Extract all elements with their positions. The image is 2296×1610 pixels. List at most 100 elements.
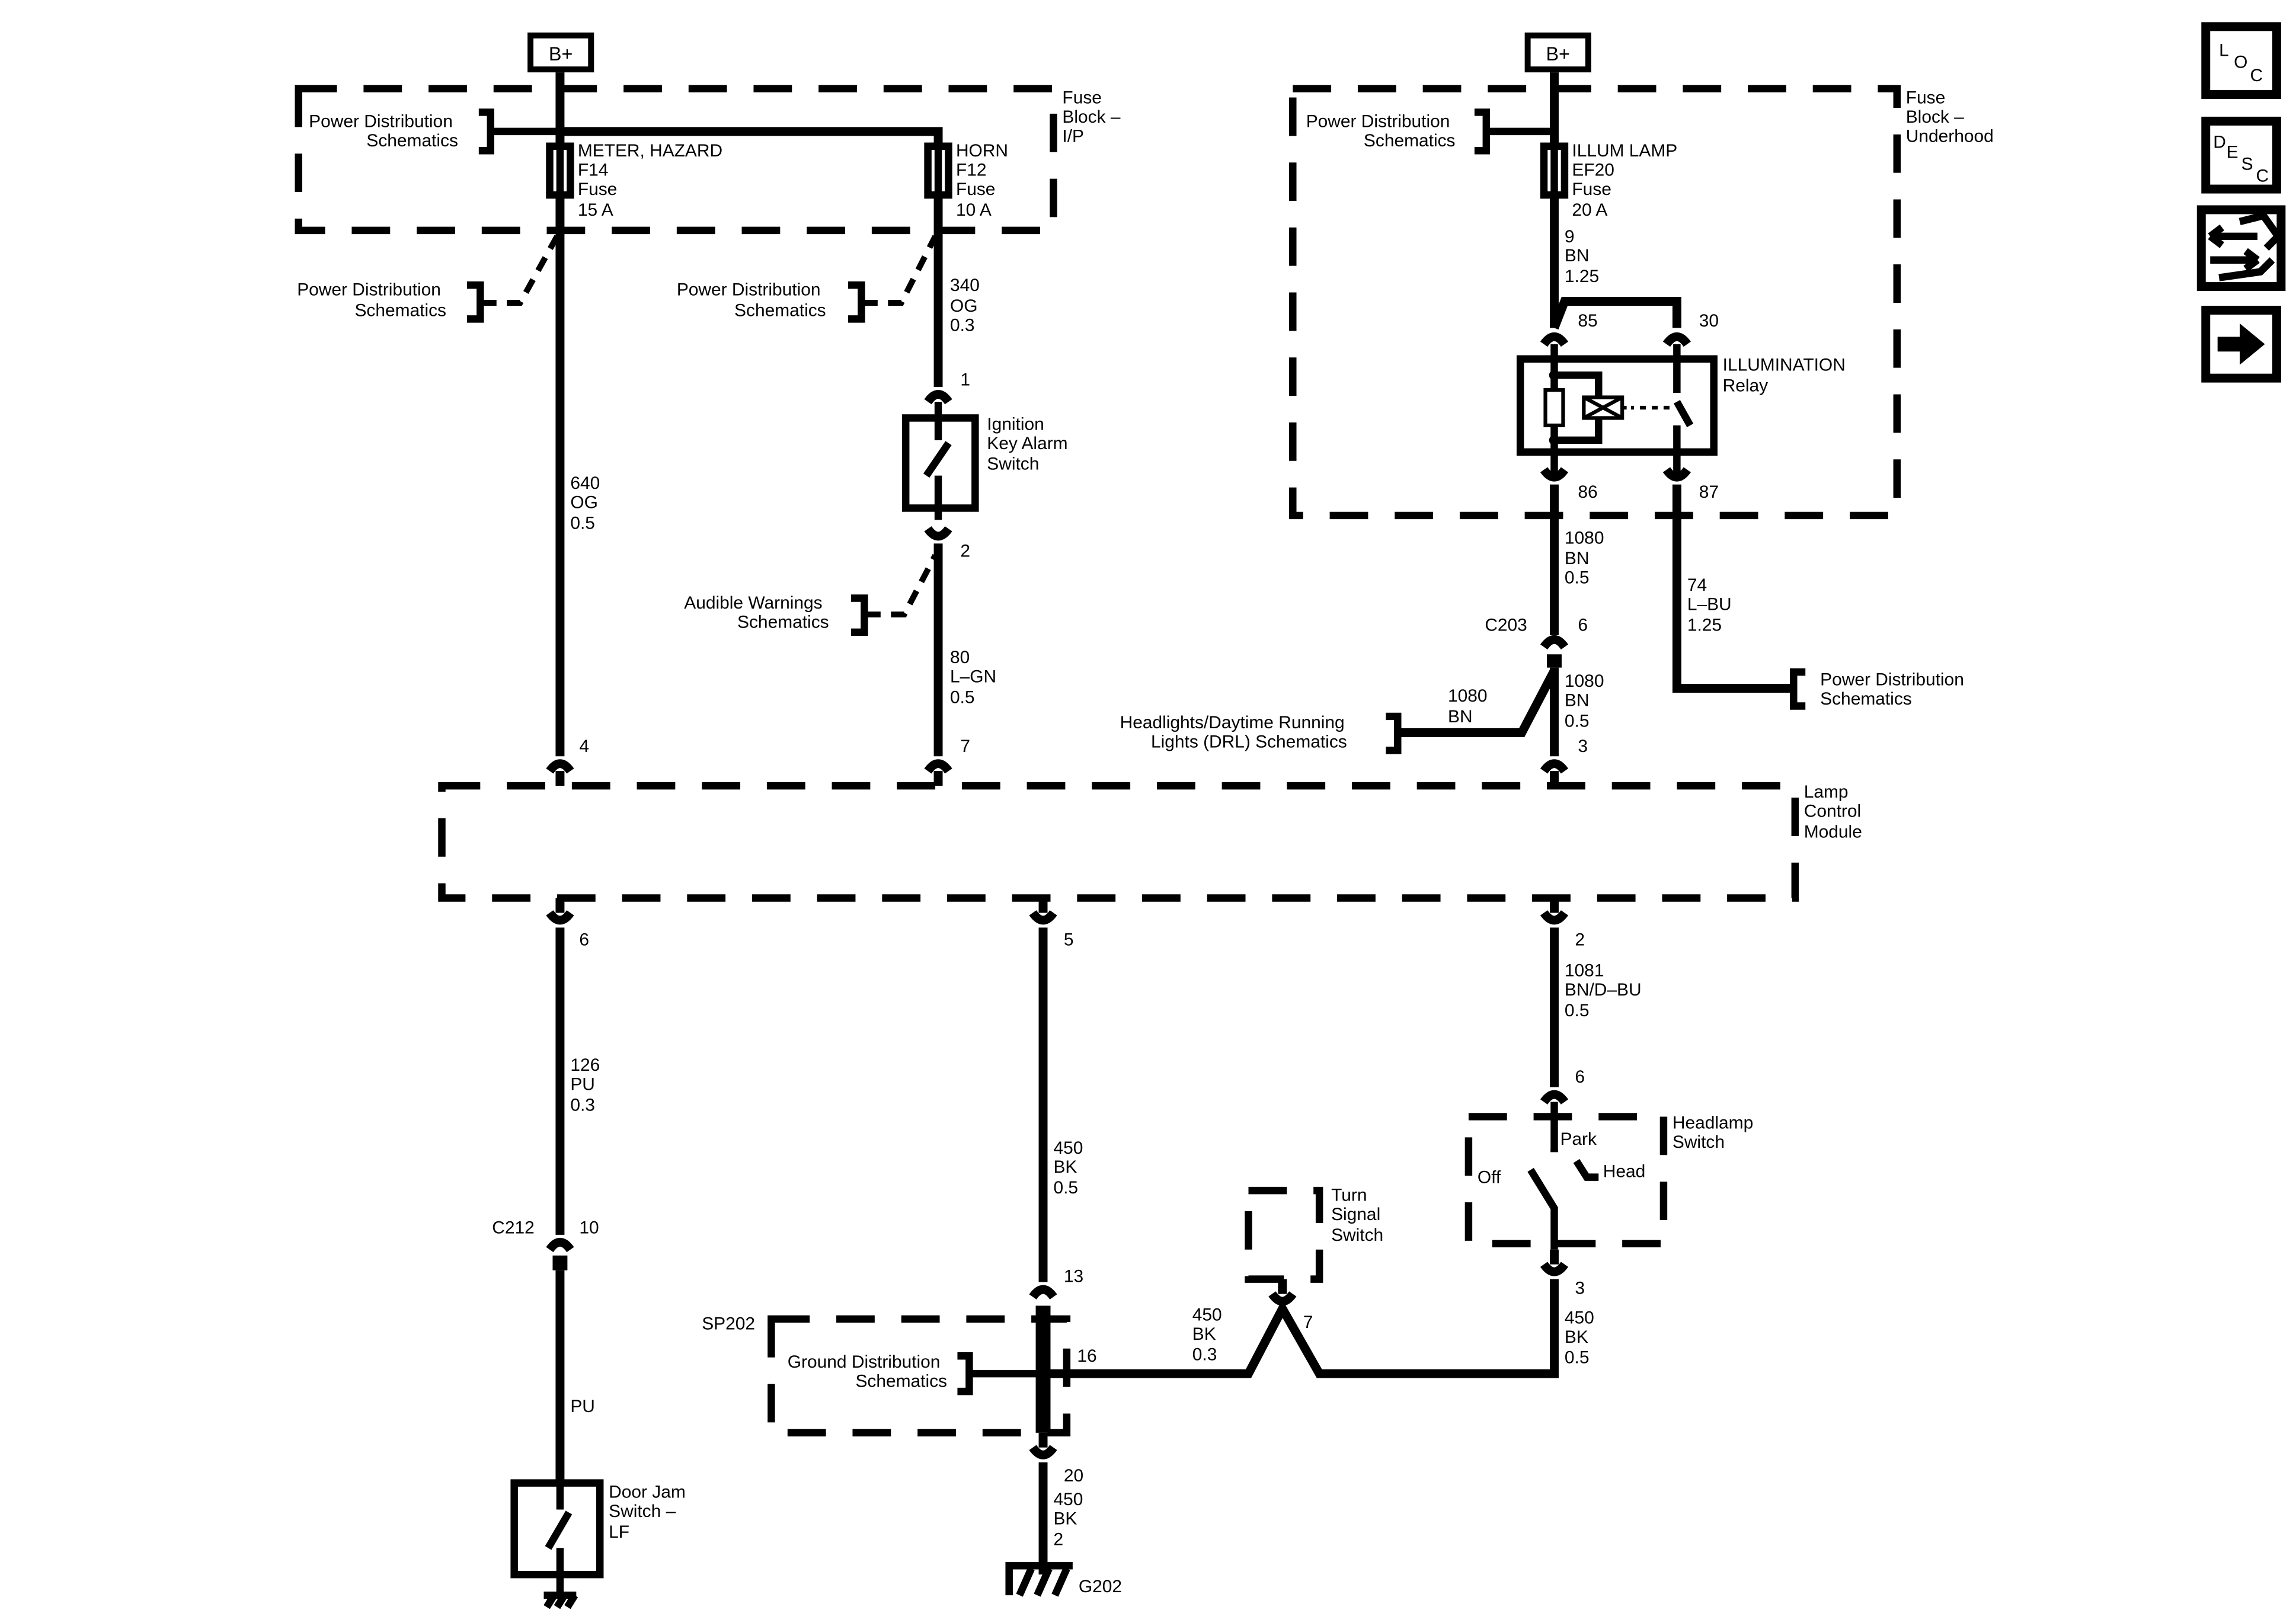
wire-1080-drl xyxy=(1398,668,1559,737)
audible-ref-1: Audible Warnings xyxy=(684,593,822,613)
drl-ref-1: Headlights/Daytime Running xyxy=(1120,713,1345,732)
loc-c: C xyxy=(2250,66,2263,85)
headlamp-pin-3: 3 xyxy=(1575,1279,1585,1298)
sp202-ref-1: Ground Distribution xyxy=(788,1352,941,1372)
left-ref2-leader xyxy=(862,235,938,306)
turn-label-2: Signal xyxy=(1331,1205,1380,1224)
lcm-pin-2: 2 xyxy=(1575,930,1585,949)
turn-label-3: Switch xyxy=(1331,1225,1383,1245)
desc-s: S xyxy=(2241,155,2253,174)
connector-arrows-icon[interactable] xyxy=(2196,205,2286,292)
wpu: PU xyxy=(570,1397,595,1416)
desc-c: C xyxy=(2256,167,2269,186)
relay-label-2: Relay xyxy=(1723,376,1769,396)
w1081-1: 1081 xyxy=(1565,961,1604,981)
lcm-label-3: Module xyxy=(1804,822,1862,841)
sp202-ref-2: Schematics xyxy=(855,1372,947,1391)
next-page-button[interactable] xyxy=(2201,305,2281,383)
wire-80-3: 0.5 xyxy=(950,688,975,708)
desc-e: E xyxy=(2227,143,2239,162)
w126-2: PU xyxy=(570,1075,595,1094)
relay-pin-85: 85 xyxy=(1578,311,1597,331)
turn-signal-switch xyxy=(1245,1186,1323,1283)
desc-d: D xyxy=(2213,132,2226,152)
lcm-pin-6: 6 xyxy=(579,930,589,949)
ign-label-3: Switch xyxy=(987,454,1039,474)
w1081-3: 0.5 xyxy=(1565,1001,1590,1020)
door-ground-icon xyxy=(543,1591,578,1609)
door-switch-1: Door Jam xyxy=(609,1483,686,1502)
w450b-1: 450 xyxy=(1192,1305,1222,1324)
fb-uh-label-2: Block – xyxy=(1906,107,1964,127)
w450d-1: 450 xyxy=(1053,1490,1083,1509)
w450c-3: 0.5 xyxy=(1565,1348,1590,1368)
sp202-pin-13: 13 xyxy=(1064,1267,1083,1286)
fuse-f14-label-2: F14 xyxy=(578,161,609,180)
relay-pin-30: 30 xyxy=(1699,311,1719,331)
wire-450-turn xyxy=(1043,1279,1559,1378)
w1080c-2: BN xyxy=(1448,707,1473,726)
power-ref-right-1: Power Distribution xyxy=(1820,670,1964,690)
ign-pin1: 1 xyxy=(960,370,970,390)
w450c-1: 450 xyxy=(1565,1308,1594,1327)
w74-1: 74 xyxy=(1687,575,1707,595)
fuse-f14-label-4: 15 A xyxy=(578,200,613,220)
left-ref1-leader xyxy=(481,235,560,306)
w1080a-1: 1080 xyxy=(1565,528,1604,548)
fuse-f12-label-1: HORN xyxy=(956,141,1008,161)
w1080b-1: 1080 xyxy=(1565,671,1604,691)
w1080b-2: BN xyxy=(1565,690,1590,710)
fuse-ef20-1: ILLUM LAMP xyxy=(1572,141,1677,161)
w1080a-3: 0.5 xyxy=(1565,568,1590,588)
wire-80-1: 80 xyxy=(950,648,970,667)
fuse-f12-label-2: F12 xyxy=(956,161,987,180)
headlamp-switch xyxy=(1464,1113,1668,1248)
headlamp-pin-6: 6 xyxy=(1575,1067,1585,1087)
lcm-pin-7: 7 xyxy=(960,737,970,756)
relay-pin-87: 87 xyxy=(1699,482,1719,502)
c203-name: C203 xyxy=(1485,615,1527,635)
turn-label-1: Turn xyxy=(1331,1186,1367,1205)
ip-power-ref-bracket xyxy=(478,108,560,155)
battery-left-label: B+ xyxy=(549,43,573,65)
ip-bus-wire xyxy=(555,72,943,148)
fuse-f12-label-4: 10 A xyxy=(956,200,992,220)
wire-74 xyxy=(1672,484,1794,693)
ign-label-2: Key Alarm xyxy=(987,434,1067,453)
fuse-ef20-4: 20 A xyxy=(1572,200,1607,220)
fuse-ef20-3: Fuse xyxy=(1572,180,1611,199)
door-switch-3: LF xyxy=(609,1522,629,1542)
w450d-3: 2 xyxy=(1053,1529,1063,1549)
lcm-pin-5: 5 xyxy=(1064,930,1074,949)
battery-right-label: B+ xyxy=(1546,43,1570,65)
sp202-pin-16: 16 xyxy=(1077,1346,1096,1366)
fuse-block-underhood xyxy=(1289,85,1901,520)
headlamp-off: Off xyxy=(1478,1168,1501,1188)
relay-pin-86: 86 xyxy=(1578,482,1597,502)
w1080b-3: 0.5 xyxy=(1565,711,1590,731)
wire-640-1: 640 xyxy=(570,473,600,493)
w450b-3: 0.3 xyxy=(1192,1345,1217,1365)
drl-ref-2: Lights (DRL) Schematics xyxy=(1151,732,1347,751)
desc-button[interactable]: D E S C xyxy=(2201,116,2281,194)
fb-uh-label-3: Underhood xyxy=(1906,126,1994,146)
lcm-label-2: Control xyxy=(1804,801,1861,821)
lcm-pin-4: 4 xyxy=(579,737,589,756)
loc-o: O xyxy=(2234,53,2247,72)
ground-g202-icon xyxy=(1005,1561,1073,1597)
w450d-2: BK xyxy=(1053,1509,1077,1528)
c212-name: C212 xyxy=(492,1218,535,1237)
fuse-f14-label-1: METER, HAZARD xyxy=(578,141,722,161)
battery-right: B+ xyxy=(1524,32,1591,73)
audible-leader xyxy=(865,553,938,617)
turn-signal-pin: 7 xyxy=(1303,1313,1313,1332)
ground-g202: G202 xyxy=(1079,1577,1122,1596)
wire-80-2: L–GN xyxy=(950,667,996,687)
door-switch-2: Switch – xyxy=(609,1502,676,1521)
fb-uh-label-1: Fuse xyxy=(1906,88,1946,107)
w450a-2: BK xyxy=(1053,1157,1077,1177)
w126-3: 0.3 xyxy=(570,1095,595,1115)
wire-9-1: 9 xyxy=(1565,227,1575,247)
loc-button[interactable]: L O C xyxy=(2201,22,2281,100)
